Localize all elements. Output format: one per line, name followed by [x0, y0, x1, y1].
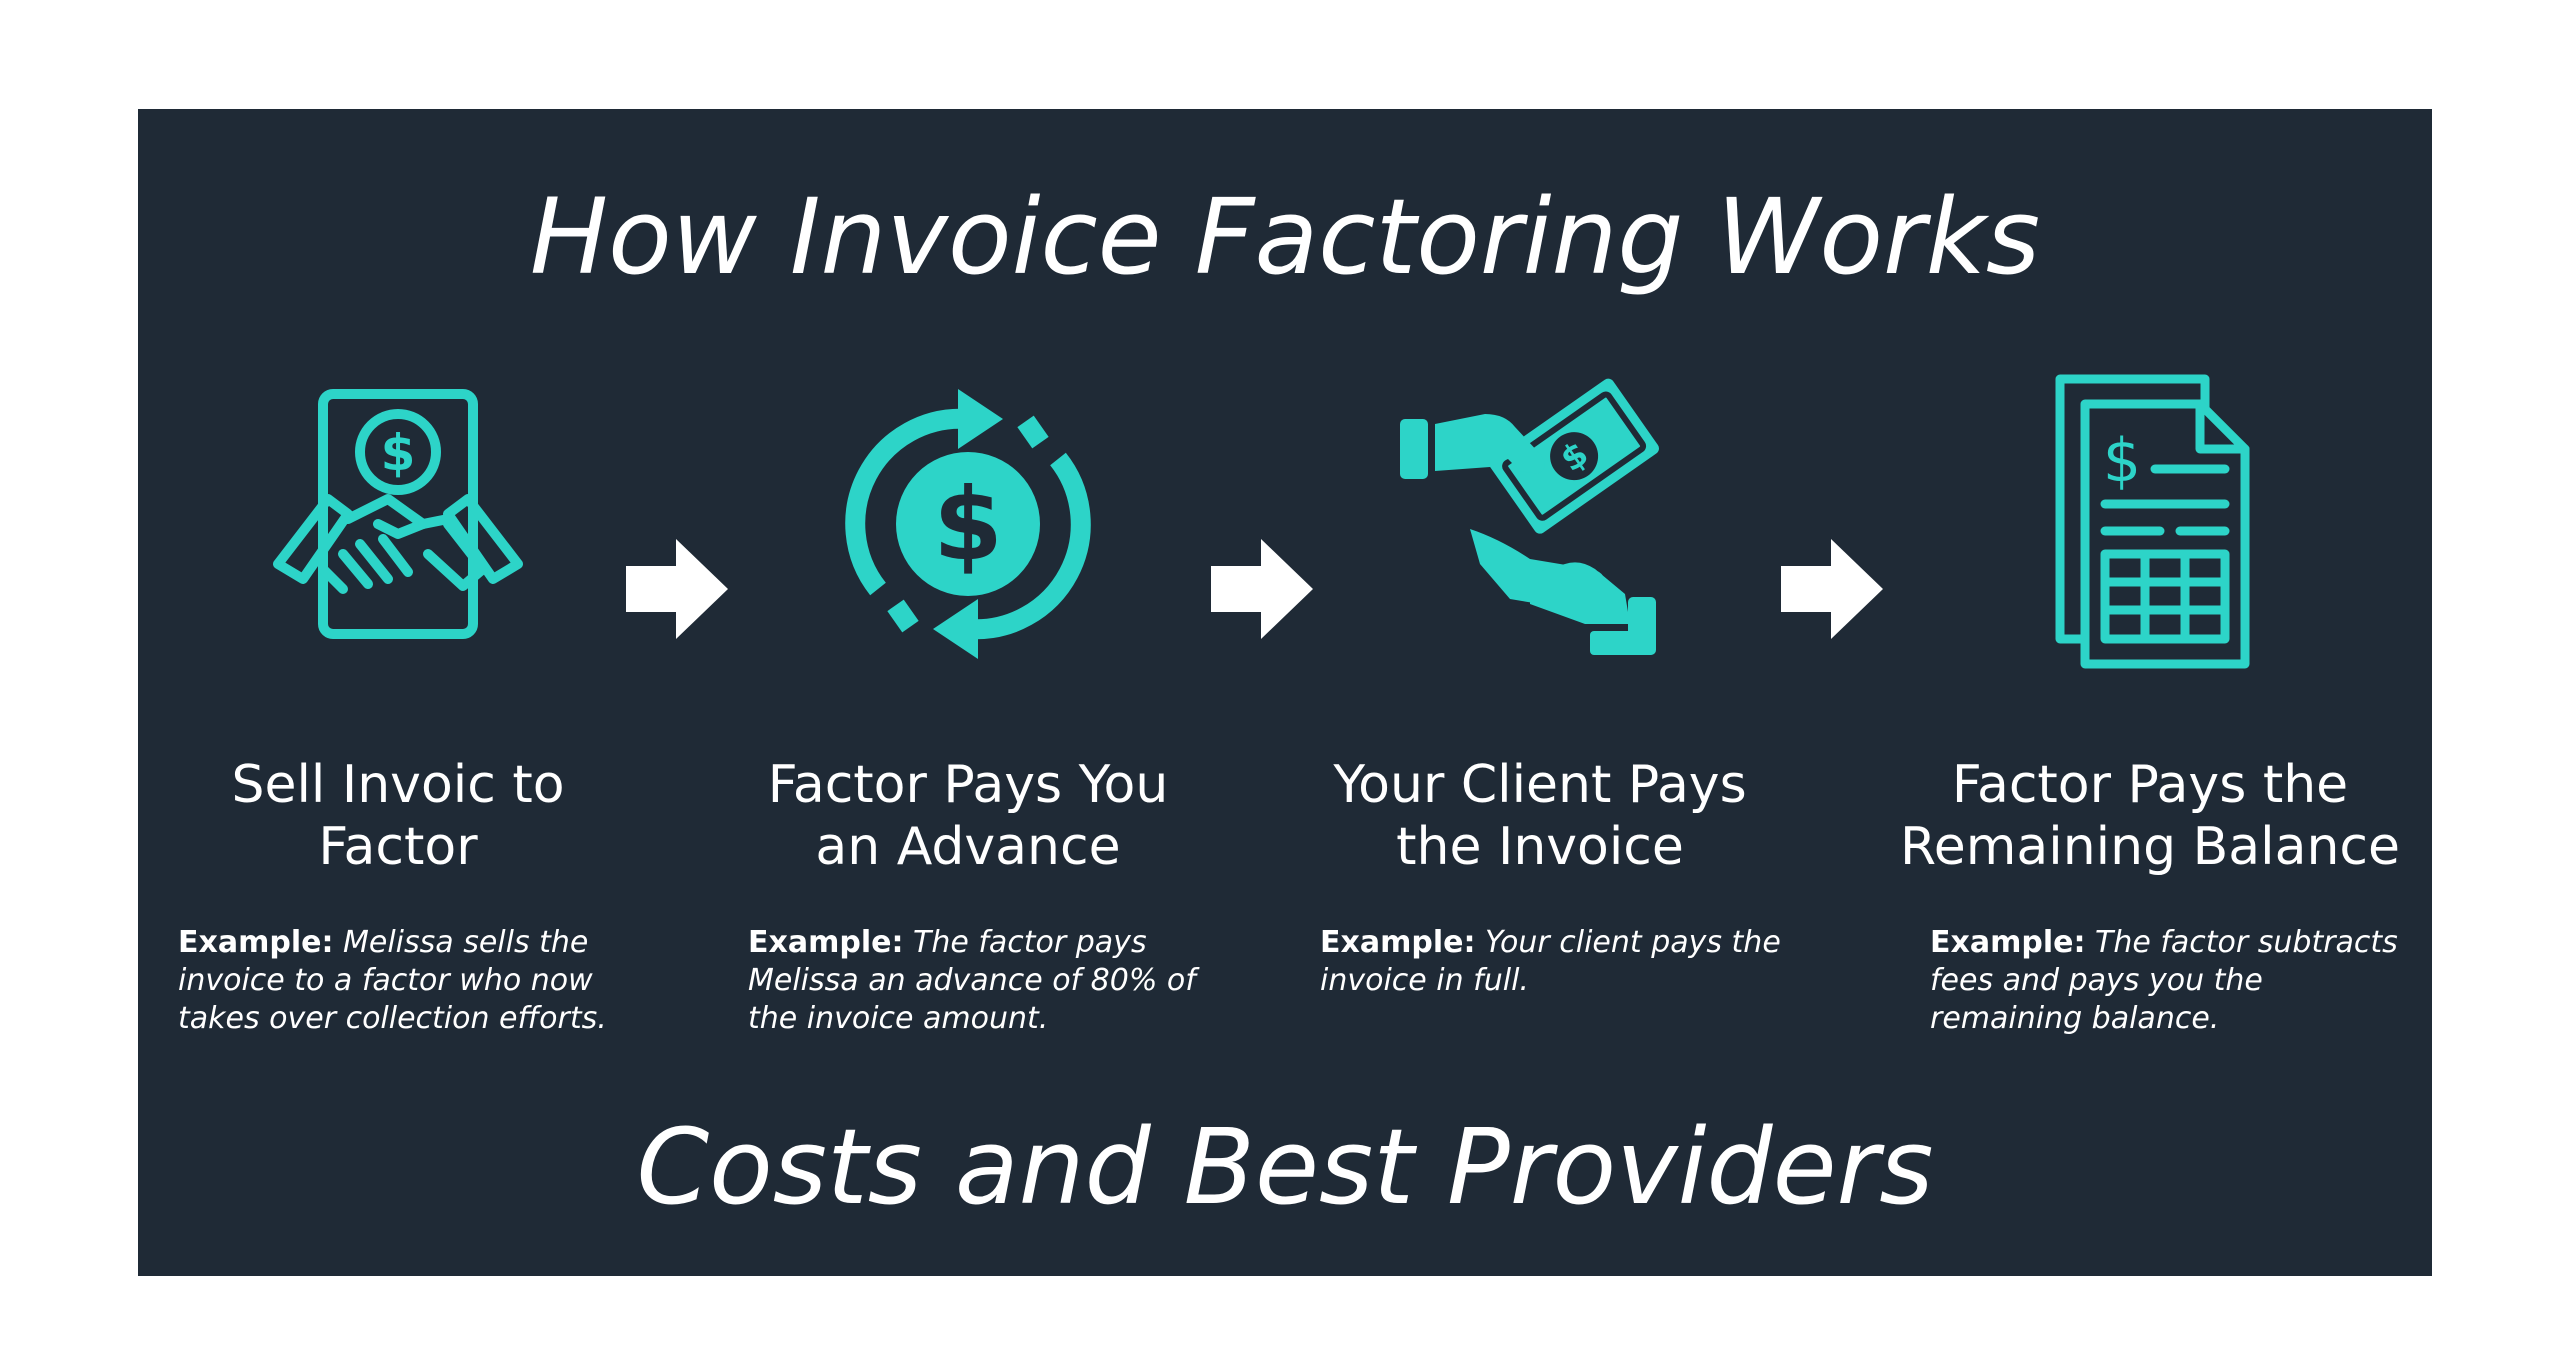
step-heading: Sell Invoic to Factor	[231, 755, 565, 877]
example-text: The factor pays Melissa an advance of 80…	[748, 925, 1196, 1036]
example-text: The factor subtracts fees and pays you t…	[1930, 925, 2398, 1036]
example-label: Example	[748, 925, 892, 960]
example-text: Your client pays the invoice in full.	[1320, 925, 1781, 998]
hand-giving-money-icon: $	[1280, 359, 1800, 689]
step-client-pays: $ Your Client Pays the Invoice Example: …	[1280, 359, 1800, 1079]
step-example: Example: The factor subtracts fees and p…	[1930, 925, 2398, 1036]
page-subtitle: Costs and Best Providers	[636, 1106, 1934, 1228]
arrow-right-icon	[1773, 534, 1893, 644]
step-sell-invoice: $ Sell Invoic to Factor Example: Melissa…	[138, 359, 658, 1079]
handshake-document-icon: $	[138, 359, 658, 689]
step-heading: Your Client Pays the Invoice	[1333, 755, 1747, 877]
step-remaining-balance: $ Factor Pays the Remaining Balance Exam…	[1890, 359, 2410, 1079]
step-example: Example: Your client pays the invoice in…	[1320, 925, 1781, 998]
svg-text:$: $	[381, 424, 416, 482]
svg-text:$: $	[933, 466, 1003, 583]
arrow-right-icon	[1203, 534, 1323, 644]
example-label: Example	[1930, 925, 2074, 960]
svg-text:$: $	[2103, 426, 2141, 496]
page-title: How Invoice Factoring Works	[529, 176, 2041, 298]
step-heading: Factor Pays the Remaining Balance	[1899, 755, 2401, 877]
step-factor-advance: $ Factor Pays You an Advance Example: Th…	[708, 359, 1228, 1079]
example-text: Melissa sells the invoice to a factor wh…	[178, 925, 607, 1036]
step-heading: Factor Pays You an Advance	[767, 755, 1169, 877]
example-label: Example	[1320, 925, 1464, 960]
infographic-panel: How Invoice Factoring Works $ Sell Invoi…	[138, 109, 2432, 1276]
step-example: Example: Melissa sells the invoice to a …	[178, 925, 607, 1036]
step-example: Example: The factor pays Melissa an adva…	[748, 925, 1196, 1036]
arrow-right-icon	[618, 534, 738, 644]
dollar-cycle-icon: $	[708, 359, 1228, 689]
invoice-documents-icon: $	[1890, 359, 2410, 689]
example-label: Example	[178, 925, 322, 960]
